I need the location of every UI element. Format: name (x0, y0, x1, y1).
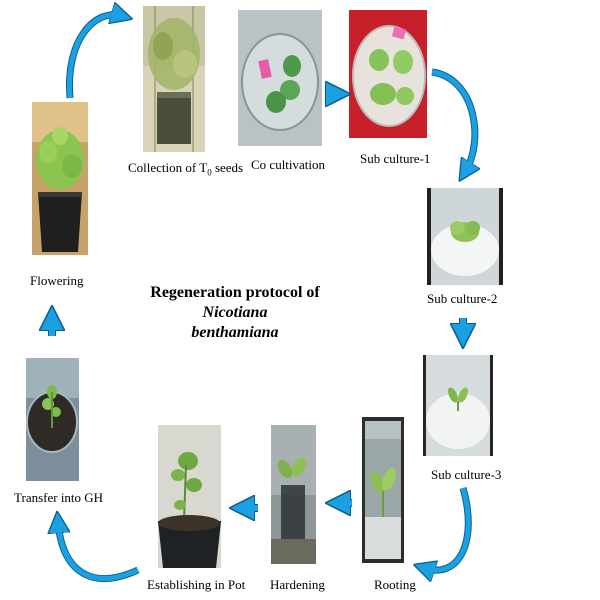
photo-transfer (26, 358, 79, 481)
label-cocultivation: Co cultivation (251, 157, 326, 172)
title-prefix: Regeneration protocol of (150, 284, 320, 301)
label-transfer: Transfer into GH (14, 490, 104, 505)
label-establishing: Establishing in Pot (147, 577, 246, 592)
photo-cocultivation (238, 10, 322, 146)
photo-rooting (362, 417, 404, 563)
label-subculture2: Sub culture-2 (427, 291, 498, 306)
photo-subculture2 (427, 188, 503, 285)
label-collection: Collection of T0 seeds (128, 160, 244, 178)
arrow-subculture3-to-rooting (424, 487, 472, 570)
photo-subculture3 (423, 355, 493, 456)
diagram-title: Regeneration protocol of Nicotiana benth… (130, 283, 340, 343)
arrow-establishing-to-transfer (58, 522, 140, 583)
label-rooting: Rooting (374, 577, 416, 592)
photo-subculture1 (349, 10, 427, 138)
arrow-subculture1-to-subculture2 (431, 68, 475, 172)
arrow-flowering-to-collection (65, 15, 122, 99)
photo-collection (143, 6, 205, 152)
label-subculture1: Sub culture-1 (360, 151, 431, 166)
label-subculture3: Sub culture-3 (431, 467, 502, 482)
photo-flowering (32, 102, 88, 255)
photo-establishing (158, 425, 221, 568)
title-species-genus: Nicotiana (202, 304, 268, 321)
label-flowering: Flowering (30, 273, 84, 288)
label-hardening: Hardening (270, 577, 325, 592)
title-species-epithet: benthamiana (191, 324, 279, 341)
photo-hardening (271, 425, 316, 564)
